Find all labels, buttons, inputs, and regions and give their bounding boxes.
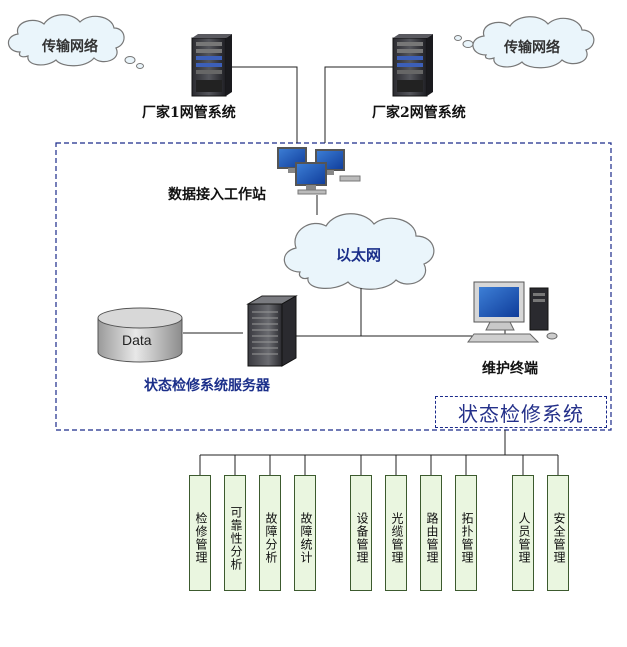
server-label: 状态检修系统服务器 [144,378,270,394]
terminal-pc-icon [467,281,558,343]
left-network-label: 传输网络 [42,39,98,55]
module-personnel-mgmt: 人员管理 [512,475,534,591]
ethernet-label: 以太网 [336,246,382,264]
module-equipment-mgmt: 设备管理 [350,475,372,591]
vendor1-nms-label: 厂家1网管系统 [142,105,236,121]
cloud-ethernet [283,213,435,290]
vendor2-server-icon [392,34,433,97]
database-icon [97,307,183,363]
vendor2-nms-label: 厂家2网管系统 [372,105,466,121]
database-label: Data [122,332,152,348]
main-server-icon [246,295,298,367]
system-title: 状态检修系统 [435,396,607,428]
cloud-right [454,16,595,69]
system-boundary [55,142,612,431]
module-fault-statistics: 故障统计 [294,475,316,591]
vendor1-server-icon [191,34,232,97]
module-route-mgmt: 路由管理 [420,475,442,591]
module-topology-mgmt: 拓扑管理 [455,475,477,591]
module-safety-mgmt: 安全管理 [547,475,569,591]
connection-lines [183,66,558,456]
workstation-icon [277,147,361,195]
terminal-label: 维护终端 [482,361,538,377]
data-station-label: 数据接入工作站 [168,187,266,203]
module-maintenance-mgmt: 检修管理 [189,475,211,591]
right-network-label: 传输网络 [504,40,560,56]
module-cable-mgmt: 光缆管理 [385,475,407,591]
module-reliability-analysis: 可靠性分析 [224,475,246,591]
module-connectors [199,455,559,475]
cloud-left [7,14,144,69]
module-fault-analysis: 故障分析 [259,475,281,591]
